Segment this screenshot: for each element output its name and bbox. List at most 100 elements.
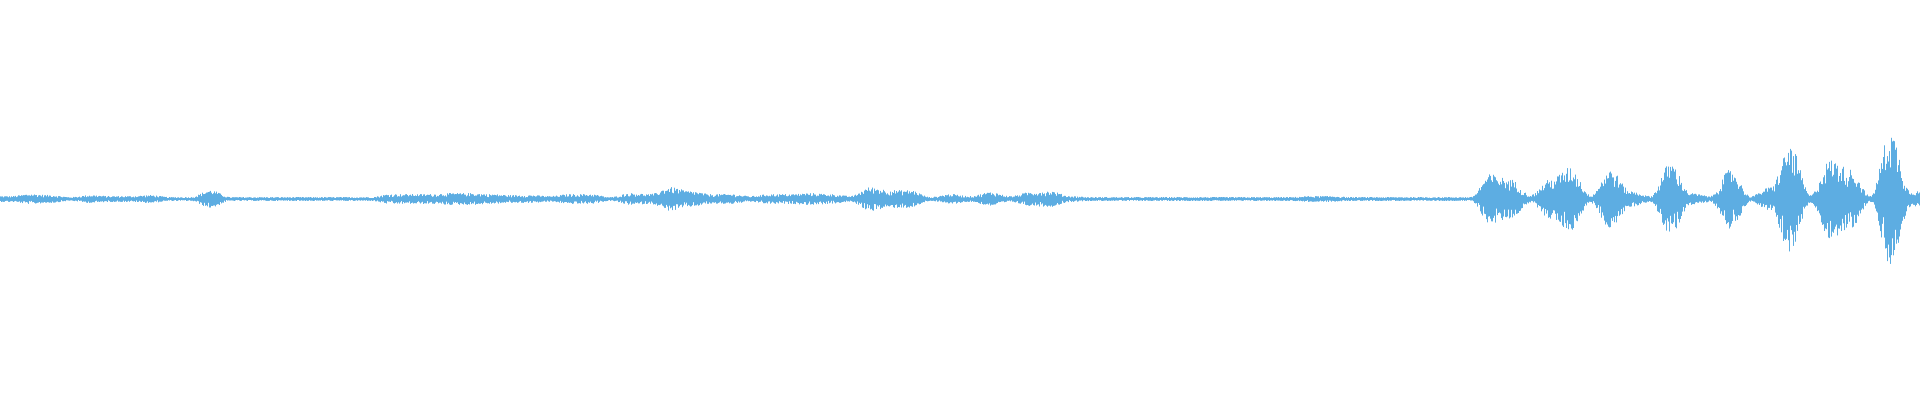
waveform-sample-bar bbox=[164, 196, 165, 201]
waveform-sample-bar bbox=[1896, 147, 1897, 244]
waveform-sample-bar bbox=[1360, 197, 1361, 201]
waveform-sample-bar bbox=[1549, 182, 1550, 218]
waveform-sample-bar bbox=[430, 194, 431, 203]
waveform-sample-bar bbox=[1348, 197, 1349, 201]
waveform-sample-bar bbox=[1291, 197, 1292, 201]
waveform-sample-bar bbox=[288, 197, 289, 200]
waveform-sample-bar bbox=[1646, 196, 1647, 203]
waveform-sample-bar bbox=[831, 196, 832, 201]
waveform-sample-bar bbox=[1789, 165, 1790, 252]
waveform-sample-bar bbox=[562, 194, 563, 202]
waveform-sample-bar bbox=[863, 193, 864, 208]
waveform-sample-bar bbox=[354, 197, 355, 201]
waveform-sample-bar bbox=[86, 197, 87, 203]
waveform-sample-bar bbox=[1562, 172, 1563, 226]
waveform-sample-bar bbox=[1307, 196, 1308, 201]
waveform-sample-bar bbox=[506, 196, 507, 202]
waveform-sample-bar bbox=[1502, 177, 1503, 220]
waveform-sample-bar bbox=[1756, 194, 1757, 204]
waveform-sample-bar bbox=[1797, 173, 1798, 231]
waveform-sample-bar bbox=[358, 198, 359, 201]
waveform-sample-bar bbox=[1577, 179, 1578, 222]
waveform-sample-bar bbox=[1630, 194, 1631, 207]
waveform-sample-bar bbox=[252, 198, 253, 201]
waveform-sample-bar bbox=[417, 194, 418, 202]
waveform-sample-bar bbox=[296, 197, 297, 201]
waveform-sample-bar bbox=[1446, 197, 1447, 201]
waveform-sample-bar bbox=[913, 191, 914, 203]
waveform-sample-bar bbox=[944, 196, 945, 202]
waveform-sample-bar bbox=[745, 195, 746, 201]
waveform-sample-bar bbox=[449, 193, 450, 205]
waveform-sample-bar bbox=[680, 191, 681, 205]
waveform-sample-bar bbox=[1253, 197, 1254, 201]
waveform-sample-bar bbox=[1899, 159, 1900, 237]
waveform-sample-bar bbox=[1823, 177, 1824, 225]
waveform-sample-bar bbox=[1580, 182, 1581, 212]
waveform-sample-bar bbox=[1270, 198, 1271, 201]
waveform-sample-bar bbox=[359, 197, 360, 201]
waveform-sample-bar bbox=[177, 197, 178, 201]
waveform-sample-bar bbox=[1131, 197, 1132, 201]
waveform-sample-bar bbox=[1128, 197, 1129, 200]
waveform-sample-bar bbox=[380, 196, 381, 203]
waveform-sample-bar bbox=[1477, 193, 1478, 207]
waveform-sample-bar bbox=[368, 197, 369, 201]
waveform-sample-bar bbox=[477, 194, 478, 204]
waveform-sample-bar bbox=[1460, 197, 1461, 201]
waveform-sample-bar bbox=[26, 194, 27, 202]
waveform-sample-bar bbox=[1204, 197, 1205, 201]
waveform-sample-bar bbox=[185, 197, 186, 200]
waveform-sample-bar bbox=[1699, 194, 1700, 202]
waveform-sample-bar bbox=[859, 193, 860, 203]
waveform-sample-bar bbox=[1227, 197, 1228, 201]
waveform-sample-bar bbox=[979, 196, 980, 204]
waveform-sample-bar bbox=[639, 195, 640, 204]
waveform-sample-bar bbox=[821, 193, 822, 203]
waveform-sample-bar bbox=[848, 196, 849, 202]
waveform-sample-bar bbox=[422, 196, 423, 202]
waveform-sample-bar bbox=[1415, 197, 1416, 200]
waveform-sample-bar bbox=[1112, 197, 1113, 201]
waveform-sample-bar bbox=[249, 197, 250, 200]
waveform-sample-bar bbox=[651, 194, 652, 202]
waveform-sample-bar bbox=[564, 195, 565, 203]
waveform-sample-bar bbox=[531, 195, 532, 203]
waveform-sample-bar bbox=[871, 189, 872, 209]
waveform-sample-bar bbox=[1276, 197, 1277, 201]
waveform-sample-bar bbox=[744, 195, 745, 202]
waveform-sample-bar bbox=[674, 187, 675, 206]
waveform-sample-bar bbox=[378, 196, 379, 202]
waveform-sample-bar bbox=[118, 196, 119, 202]
waveform-sample-bar bbox=[323, 198, 324, 201]
waveform-sample-bar bbox=[1624, 192, 1625, 212]
waveform-sample-bar bbox=[381, 195, 382, 201]
waveform-sample-bar bbox=[299, 197, 300, 201]
waveform-sample-bar bbox=[541, 196, 542, 202]
waveform-sample-bar bbox=[1506, 182, 1507, 218]
waveform-sample-bar bbox=[97, 197, 98, 202]
waveform-sample-bar bbox=[626, 194, 627, 202]
waveform-sample-bar bbox=[167, 198, 168, 201]
waveform-sample-bar bbox=[1833, 174, 1834, 233]
waveform-sample-bar bbox=[812, 195, 813, 204]
waveform-sample-bar bbox=[896, 191, 897, 205]
waveform-sample-bar bbox=[1313, 197, 1314, 202]
waveform-sample-bar bbox=[480, 196, 481, 204]
waveform-sample-bar bbox=[1815, 191, 1816, 208]
waveform-sample-bar bbox=[1884, 145, 1885, 238]
waveform-sample-bar bbox=[576, 196, 577, 202]
waveform-sample-bar bbox=[347, 197, 348, 201]
waveform-sample-bar bbox=[908, 193, 909, 207]
waveform-sample-bar bbox=[1283, 197, 1284, 201]
waveform-sample-bar bbox=[1364, 197, 1365, 201]
waveform-sample-bar bbox=[200, 193, 201, 203]
waveform-sample-bar bbox=[723, 194, 724, 204]
waveform-sample-bar bbox=[225, 197, 226, 202]
waveform-sample-bar bbox=[790, 196, 791, 204]
waveform-sample-bar bbox=[535, 196, 536, 202]
waveform-sample-bar bbox=[426, 195, 427, 204]
waveform-sample-bar bbox=[641, 193, 642, 202]
waveform-sample-bar bbox=[885, 192, 886, 205]
waveform-sample-bar bbox=[804, 194, 805, 202]
